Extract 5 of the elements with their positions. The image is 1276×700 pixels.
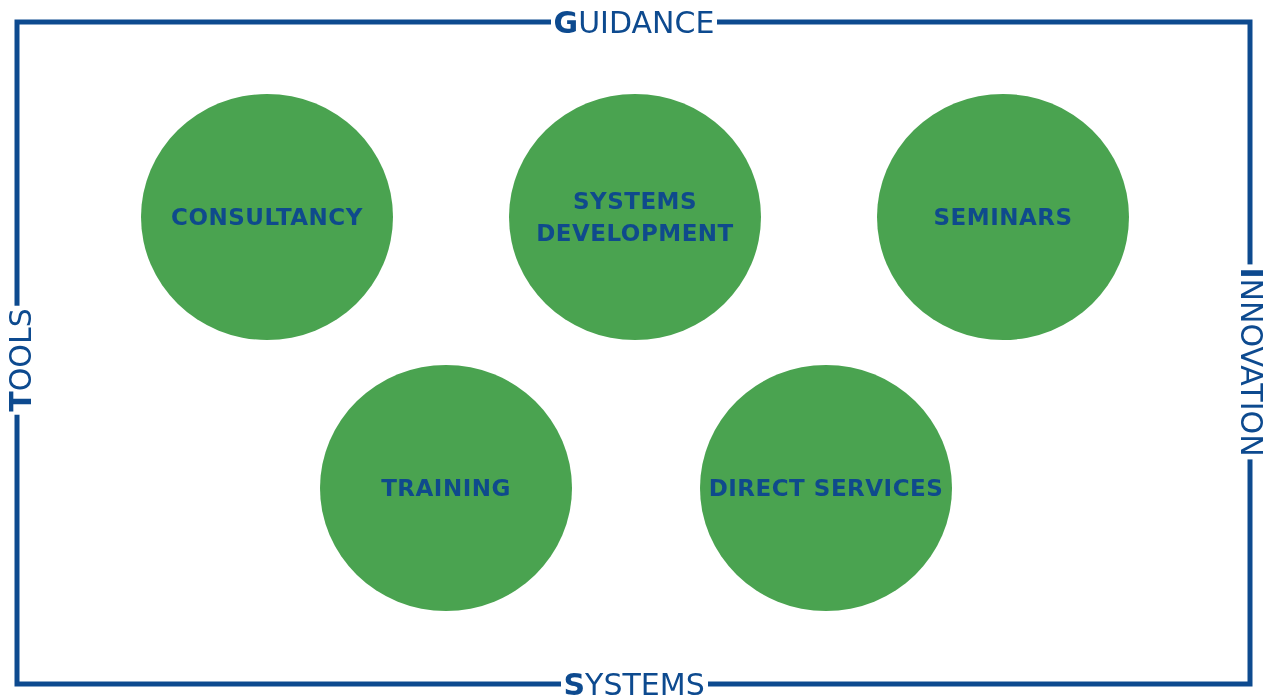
circle-label: SYSTEMS DEVELOPMENT: [535, 187, 735, 248]
circle-label: DIRECT SERVICES: [708, 474, 944, 503]
circle-label: CONSULTANCY: [171, 203, 363, 232]
circle-label: SEMINARS: [933, 203, 1073, 232]
circle-label: TRAINING: [381, 474, 511, 503]
